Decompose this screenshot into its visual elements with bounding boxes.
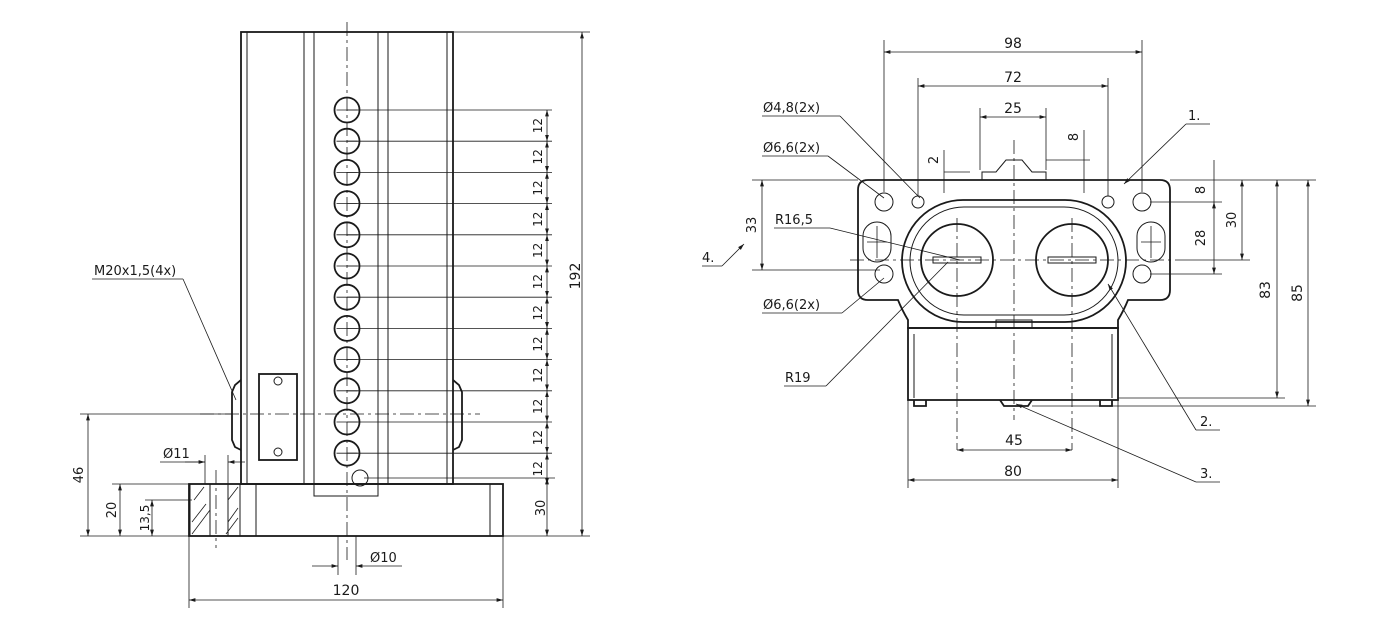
pitch-dimension-chain: 12 12 12 12 12 12 12 12 12 12 12 12 <box>347 109 552 485</box>
dim-45: 45 <box>1005 433 1023 449</box>
dim-8-top: 8 <box>1067 133 1082 141</box>
hole-small-left <box>911 195 925 209</box>
slot-left <box>862 221 892 263</box>
dim-pitch-12: 12 <box>531 305 545 320</box>
dim-hole-10: Ø10 <box>370 551 397 566</box>
hole-bl <box>874 264 894 284</box>
dim-46: 46 <box>72 467 87 484</box>
callout-4: 4. <box>702 251 714 266</box>
dim-pitch-12: 12 <box>531 180 545 195</box>
callout-1: 1. <box>1188 109 1200 124</box>
flange <box>857 179 1171 329</box>
counterbore-section <box>189 483 241 537</box>
dim-pitch-12: 12 <box>531 212 545 227</box>
dim-83: 83 <box>1258 281 1274 299</box>
connector-plate <box>258 373 298 461</box>
dim-30: 30 <box>534 500 549 517</box>
lower-body <box>907 327 1119 401</box>
top-view: 98 72 25 2 8 8 28 30 83 <box>702 36 1316 488</box>
label-r19: R19 <box>785 371 811 386</box>
hole-br <box>1132 264 1152 284</box>
dim-pitch-12: 12 <box>531 430 545 445</box>
dim-72: 72 <box>1004 70 1022 86</box>
dim-pitch-12: 12 <box>531 274 545 289</box>
dim-13-5: 13,5 <box>138 505 152 532</box>
dim-pitch-12: 12 <box>531 243 545 258</box>
dim-80: 80 <box>1004 464 1022 480</box>
hole-tl <box>874 192 894 212</box>
dim-120: 120 <box>333 583 360 599</box>
label-hole-6-6-top: Ø6,6(2x) <box>763 141 820 156</box>
dim-pitch-12: 12 <box>531 118 545 133</box>
dim-33: 33 <box>745 217 760 234</box>
dim-pitch-12: 12 <box>531 461 545 476</box>
callout-3: 3. <box>1200 467 1212 482</box>
dim-85: 85 <box>1290 284 1306 302</box>
gland-left <box>231 379 242 451</box>
gland-right <box>452 379 463 451</box>
dim-pitch-12: 12 <box>531 149 545 164</box>
dim-pitch-12: 12 <box>531 399 545 414</box>
dim-30-top: 30 <box>1225 212 1240 229</box>
center-channel <box>313 31 379 497</box>
dim-98: 98 <box>1004 36 1022 52</box>
port-right <box>1035 223 1109 297</box>
dim-28: 28 <box>1194 230 1209 247</box>
base-plate <box>188 483 504 537</box>
dim-pitch-12: 12 <box>531 336 545 351</box>
dim-192: 192 <box>568 263 584 290</box>
dim-20: 20 <box>105 502 120 519</box>
dim-2: 2 <box>927 156 942 164</box>
dim-bore-11: Ø11 <box>163 447 190 462</box>
dim-25: 25 <box>1004 101 1022 117</box>
dim-8-right: 8 <box>1194 186 1209 194</box>
hole-tr <box>1132 192 1152 212</box>
callout-2: 2. <box>1200 415 1212 430</box>
label-hole-6-6-bottom: Ø6,6(2x) <box>763 298 820 313</box>
label-r16-5: R16,5 <box>775 213 813 228</box>
dim-pitch-12: 12 <box>531 368 545 383</box>
label-hole-4-8: Ø4,8(2x) <box>763 101 820 116</box>
slot-right <box>1136 221 1166 263</box>
hole-small-right <box>1101 195 1115 209</box>
thread-label: M20x1,5(4x) <box>94 264 176 279</box>
